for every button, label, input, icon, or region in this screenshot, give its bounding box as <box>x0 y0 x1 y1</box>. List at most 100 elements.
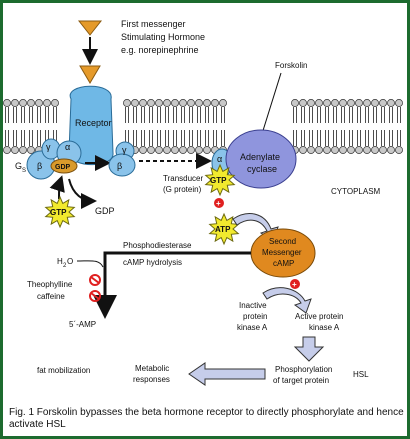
water-sub: 2 <box>63 263 67 269</box>
phospholipid-head <box>171 99 179 107</box>
gtp-alpha-label: GTP <box>210 176 227 185</box>
phospholipid-head <box>363 146 371 154</box>
water-h: H <box>57 257 63 266</box>
phospholipid-head <box>291 99 299 107</box>
second-label: Second <box>269 237 296 246</box>
phospholipid-head <box>27 99 35 107</box>
phospholipid-head <box>355 99 363 107</box>
phospholipid-head <box>147 146 155 154</box>
phospholipid-head <box>347 146 355 154</box>
stimulus-plus-pka <box>290 279 300 289</box>
phospholipid-head <box>51 99 59 107</box>
phospholipid-head <box>371 99 379 107</box>
phosphorylation-label: Phosphorylation <box>275 365 332 374</box>
inhibit-icon-1 <box>89 274 101 286</box>
phospholipid-head <box>315 146 323 154</box>
phospholipid-head <box>179 146 187 154</box>
stimulating-hormone-label: Stimulating Hormone <box>121 32 205 42</box>
phospholipid-head <box>203 146 211 154</box>
phospholipid-head <box>187 99 195 107</box>
phospholipid-head <box>123 99 131 107</box>
phospholipid-head <box>187 146 195 154</box>
plus-atp: + <box>216 199 221 208</box>
inactive-label: Inactive <box>239 301 267 310</box>
phospholipid-head <box>331 99 339 107</box>
phosphorylation-arrow <box>293 336 325 362</box>
inactive-kinase-label: kinase A <box>237 323 268 332</box>
phospholipid-head <box>155 146 163 154</box>
inhibit-icon-2 <box>89 290 101 302</box>
phospholipid-head <box>163 146 171 154</box>
phospholipid-head <box>19 146 27 154</box>
plus-pka: + <box>292 280 297 289</box>
target-protein-label: of target protein <box>273 376 329 385</box>
phospholipid-head <box>27 146 35 154</box>
protein-label: protein <box>243 312 267 321</box>
first-messenger-triangle <box>77 20 103 36</box>
gdp-release-arrow <box>68 178 97 209</box>
gtp-star-free <box>44 195 76 229</box>
phospholipid-head <box>131 99 139 107</box>
caffeine-label: caffeine <box>37 292 65 301</box>
phospholipid-head <box>219 99 227 107</box>
pka-activation-arrow <box>262 287 312 314</box>
adenylate-label: Adenylate <box>240 152 280 162</box>
metabolic-arrow <box>188 362 266 386</box>
atp-star <box>208 212 240 246</box>
active-kinase-label: kinase A <box>309 323 340 332</box>
water-arrow <box>76 260 104 268</box>
phospholipid-head <box>315 99 323 107</box>
phospholipid-head <box>195 146 203 154</box>
phospholipid-head <box>339 99 347 107</box>
phospholipid-head <box>171 146 179 154</box>
active-protein-label: Active protein <box>295 312 343 321</box>
phospholipid-head <box>355 146 363 154</box>
phospholipid-head <box>211 99 219 107</box>
fat-mobilization-label: fat mobilization <box>37 366 90 375</box>
figure-caption: Fig. 1 Forskolin bypasses the beta hormo… <box>9 407 404 430</box>
gdp-bound <box>50 158 78 174</box>
five-amp-label: 5´-AMP <box>69 320 96 329</box>
phospholipid-head <box>307 146 315 154</box>
phospholipid-head <box>195 99 203 107</box>
phospholipid-head <box>395 99 403 107</box>
atp-label: ATP <box>215 225 231 234</box>
gtp-free-label: GTP <box>50 208 67 217</box>
gdp-free-label: GDP <box>95 206 115 216</box>
camp-hydrolysis-label: cAMP hydrolysis <box>123 258 182 267</box>
water-o: O <box>67 257 73 266</box>
gtp-entry-arrow <box>49 175 65 200</box>
phospholipid-head <box>363 99 371 107</box>
stimulus-plus-atp <box>214 198 224 208</box>
phospholipid-head <box>155 99 163 107</box>
phospholipid-head <box>307 99 315 107</box>
messenger-label: Messenger <box>262 248 302 257</box>
phospholipid-head <box>3 146 11 154</box>
responses-label: responses <box>133 375 170 384</box>
metabolic-label: Metabolic <box>135 364 169 373</box>
g-protein-label: (G protein) <box>163 185 202 194</box>
phospholipid-head <box>139 146 147 154</box>
camp-label: cAMP <box>273 259 294 268</box>
phospholipid-head <box>379 146 387 154</box>
beta-left: β <box>37 161 42 171</box>
phospholipid-head <box>147 99 155 107</box>
alpha-left: α <box>65 142 70 152</box>
phospholipid-head <box>11 146 19 154</box>
bound-messenger-triangle <box>79 65 101 84</box>
gtp-star-alpha <box>204 163 236 197</box>
gdp-bound-label: GDP <box>55 164 71 171</box>
phospholipid-head <box>163 99 171 107</box>
phosphodiesterase-label: Phosphodiesterase <box>123 241 192 250</box>
cyclase-label: cyclase <box>247 164 277 174</box>
transducer-label: Transducer <box>163 174 204 183</box>
phospholipid-head <box>19 99 27 107</box>
phospholipid-head <box>43 99 51 107</box>
gamma-right: γ <box>122 145 127 155</box>
phospholipid-head <box>379 99 387 107</box>
phospholipid-head <box>35 99 43 107</box>
phosphodiesterase-line <box>93 251 251 319</box>
phospholipid-head <box>387 146 395 154</box>
hsl-label: HSL <box>353 370 369 379</box>
adenylate-cyclase <box>225 129 297 189</box>
